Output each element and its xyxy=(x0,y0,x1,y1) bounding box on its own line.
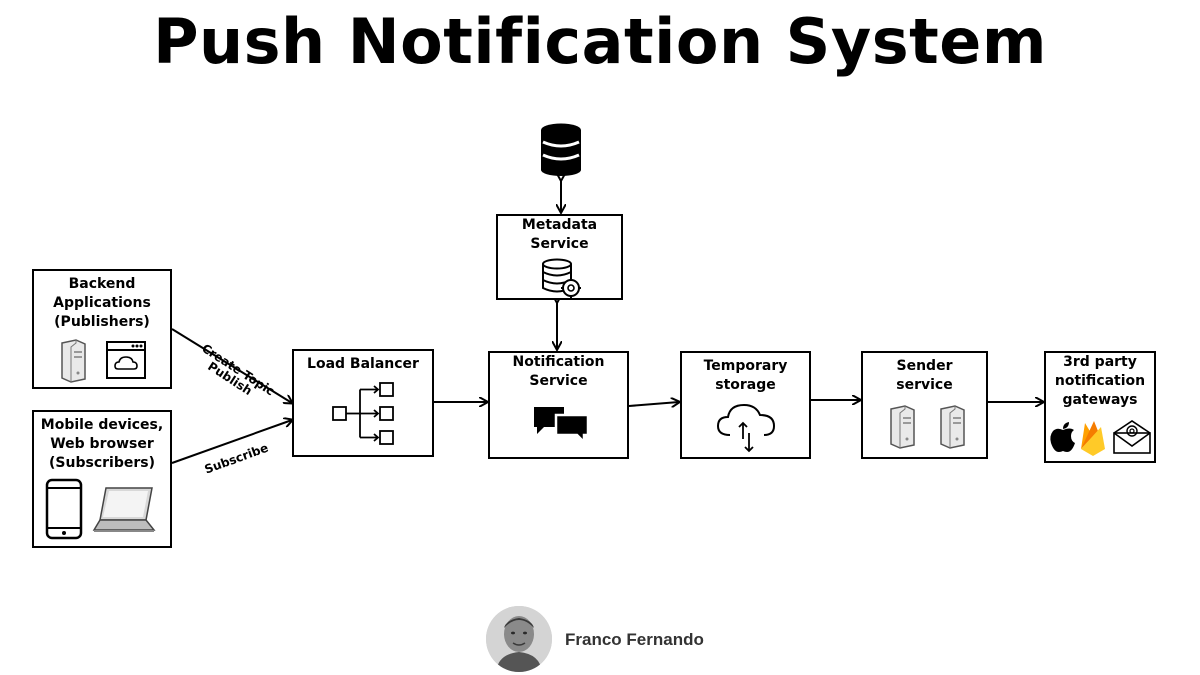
metadata-label-line-2: Service xyxy=(530,236,589,252)
edge-mobile-to-lb xyxy=(171,420,292,464)
gateways-box: 3rd party notification gateways xyxy=(1044,351,1156,463)
laptop-icon xyxy=(92,487,156,532)
edge-notification-to-temp xyxy=(628,402,679,406)
gateways-label: 3rd party notification gateways xyxy=(1046,353,1154,410)
database-gear-icon xyxy=(542,258,581,298)
load-balancer-label: Load Balancer xyxy=(294,355,432,374)
chat-bubbles-icon xyxy=(534,407,590,443)
mobile-devices-box: Mobile devices, Web browser (Subscribers… xyxy=(32,410,172,548)
gateways-label-line-2: notification xyxy=(1054,373,1146,389)
sender-label-line-1: Sender xyxy=(896,358,953,374)
temporary-label-line-1: Temporary xyxy=(703,358,788,374)
apple-icon xyxy=(1050,422,1075,452)
gateways-label-line-3: gateways xyxy=(1062,392,1138,408)
temporary-storage-box: Temporary storage xyxy=(680,351,811,459)
avatar-photo xyxy=(486,606,552,672)
notification-service-label: Notification Service xyxy=(490,353,627,391)
metadata-label-line-1: Metadata xyxy=(521,217,598,233)
browser-cloud-icon xyxy=(106,341,146,379)
notification-label-line-2: Service xyxy=(529,373,588,389)
mobile-label-line-3: (Subscribers) xyxy=(49,455,155,471)
backend-label-line-2: Applications xyxy=(53,295,151,311)
backend-label-line-3: (Publishers) xyxy=(54,314,150,330)
backend-applications-box: Backend Applications (Publishers) xyxy=(32,269,172,389)
sender-service-label: Sender service xyxy=(863,357,986,395)
notification-label-line-1: Notification xyxy=(512,354,605,370)
load-balancer-box: Load Balancer xyxy=(292,349,434,457)
firebase-icon xyxy=(1081,421,1105,456)
cloud-sync-icon xyxy=(716,403,776,453)
database-icon xyxy=(541,123,581,176)
sender-service-box: Sender service xyxy=(861,351,988,459)
metadata-service-box: Metadata Service xyxy=(496,214,623,300)
load-balancer-label-line-1: Load Balancer xyxy=(307,356,419,372)
server-tower-icon xyxy=(940,405,965,449)
mobile-label-line-2: Web browser xyxy=(50,436,154,452)
server-tower-icon xyxy=(890,405,915,449)
backend-label: Backend Applications (Publishers) xyxy=(34,275,170,332)
temporary-storage-label: Temporary storage xyxy=(682,357,809,395)
page-title: Push Notification System xyxy=(153,5,1047,78)
sender-label-line-2: service xyxy=(896,377,953,393)
load-balancer-icon xyxy=(332,382,394,445)
edge-backend-to-lb xyxy=(171,328,292,403)
temporary-label-line-2: storage xyxy=(715,377,776,393)
phone-icon xyxy=(45,478,83,540)
mobile-label-line-1: Mobile devices, xyxy=(40,417,164,433)
gateways-label-line-1: 3rd party xyxy=(1063,354,1137,370)
server-tower-icon xyxy=(61,339,86,383)
email-icon xyxy=(1113,420,1151,454)
avatar xyxy=(486,606,552,672)
author-name: Franco Fernando xyxy=(565,630,704,649)
mobile-label: Mobile devices, Web browser (Subscribers… xyxy=(34,416,170,473)
backend-label-line-1: Backend xyxy=(68,276,136,292)
metadata-service-label: Metadata Service xyxy=(498,216,621,254)
notification-service-box: Notification Service xyxy=(488,351,629,459)
